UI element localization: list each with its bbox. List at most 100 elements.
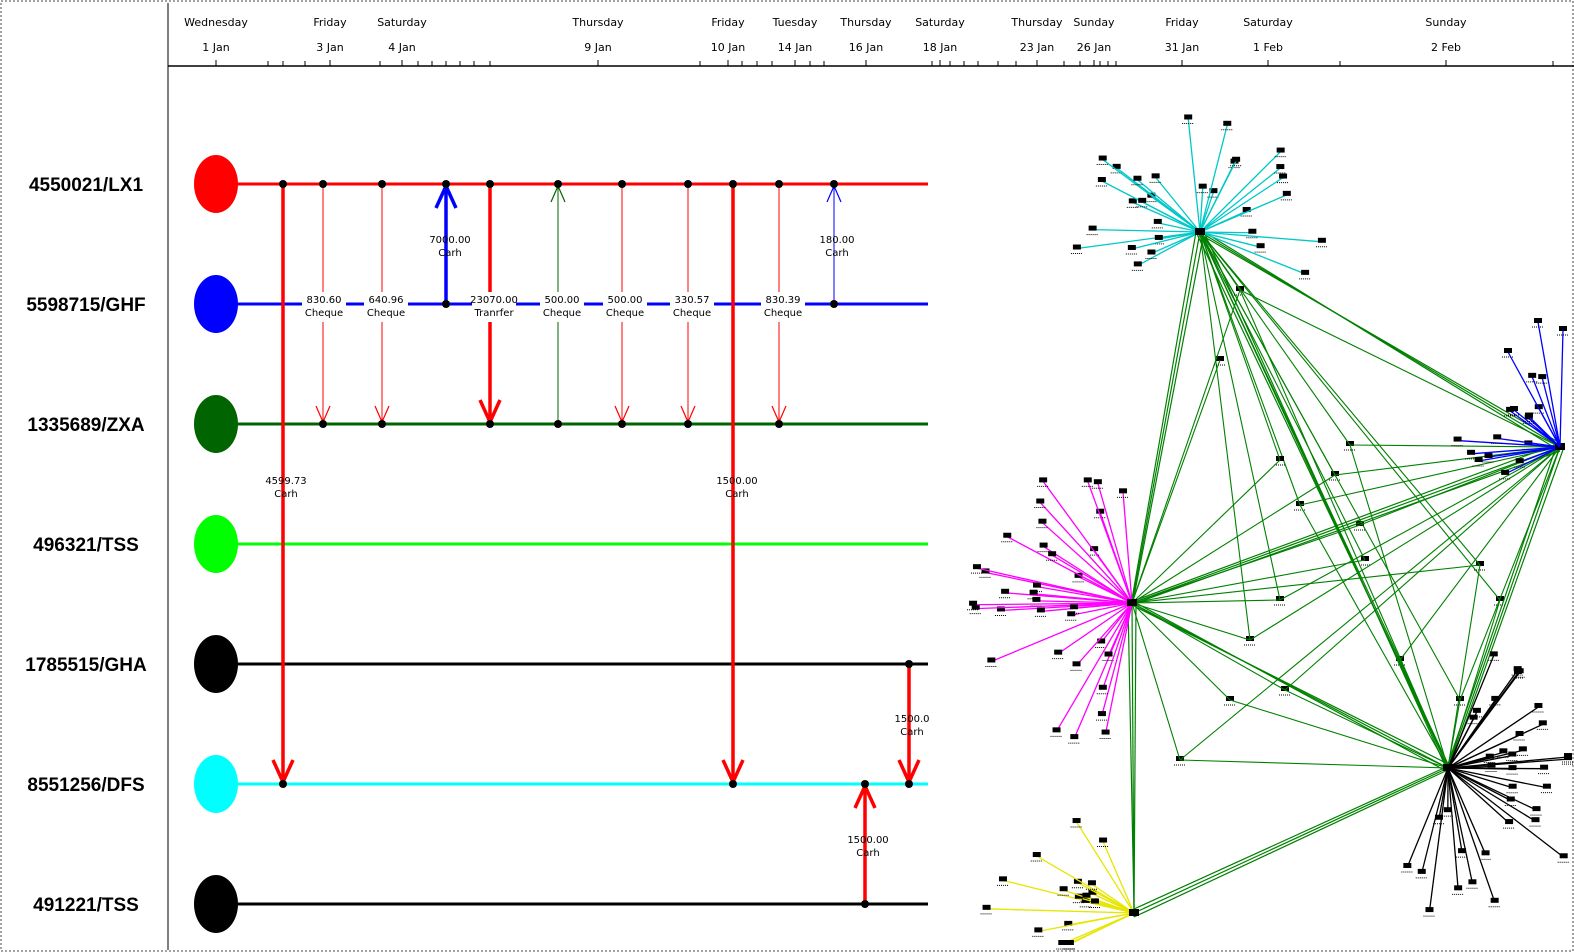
network-node-icon[interactable] [1119,488,1128,494]
network-node-icon[interactable] [1036,498,1045,504]
network-node-icon[interactable] [1039,477,1048,483]
network-node-icon[interactable] [1082,892,1091,898]
network-node-icon[interactable] [1223,120,1232,126]
network-node-icon[interactable] [1138,197,1147,203]
network-node-icon[interactable] [1242,206,1251,212]
network-node-icon[interactable] [1072,244,1081,250]
network-hub[interactable] [1127,599,1137,606]
network-node-icon[interactable] [1491,695,1500,701]
network-node-icon[interactable] [1346,441,1354,446]
network-node-icon[interactable] [1248,228,1257,234]
network-node-icon[interactable] [1112,163,1121,169]
network-node-icon[interactable] [1151,173,1160,179]
network-node-icon[interactable] [1490,897,1499,903]
network-node-icon[interactable] [987,657,996,663]
network-node-icon[interactable] [1133,175,1142,181]
network-node-icon[interactable] [1559,853,1568,859]
network-node-icon[interactable] [1032,596,1041,602]
network-node-icon[interactable] [1317,237,1326,243]
network-node-icon[interactable] [1515,458,1524,464]
network-node-icon[interactable] [1052,727,1061,733]
account-node[interactable] [194,275,238,333]
network-node-icon[interactable] [1301,269,1310,275]
network-node-icon[interactable] [1510,406,1518,411]
network-node-icon[interactable] [1147,249,1156,255]
network-node-icon[interactable] [1081,897,1090,903]
network-node-icon[interactable] [1331,471,1339,476]
network-node-icon[interactable] [1361,556,1369,561]
network-node-icon[interactable] [1088,225,1097,231]
network-node-icon[interactable] [1036,607,1045,613]
network-node-icon[interactable] [1469,714,1478,720]
network-node-icon[interactable] [969,600,978,606]
network-node-icon[interactable] [1096,508,1105,514]
network-node-icon[interactable] [1067,611,1076,617]
account-node[interactable] [194,395,238,453]
network-node-icon[interactable] [1505,819,1514,825]
network-node-icon[interactable] [1506,796,1515,802]
network-node-icon[interactable] [1515,730,1524,736]
network-node-icon[interactable] [1528,372,1537,378]
network-node-icon[interactable] [1073,878,1082,884]
network-node-icon[interactable] [1034,927,1043,933]
network-node-icon[interactable] [1058,940,1067,945]
network-node-icon[interactable] [998,876,1007,882]
network-node-icon[interactable] [971,604,980,610]
network-node-icon[interactable] [1276,147,1285,153]
account-node[interactable] [194,155,238,213]
network-node-icon[interactable] [1474,457,1483,463]
network-node-icon[interactable] [1508,751,1517,757]
network-node-icon[interactable] [1279,173,1288,179]
network-node-icon[interactable] [1127,244,1136,250]
network-node-icon[interactable] [1101,729,1110,735]
network-node-icon[interactable] [1534,404,1543,410]
network-node-icon[interactable] [1532,806,1541,812]
network-node-icon[interactable] [1088,889,1097,895]
network-node-icon[interactable] [1099,837,1108,843]
network-node-icon[interactable] [1090,898,1099,904]
network-node-icon[interactable] [1281,686,1289,691]
network-node-icon[interactable] [1435,814,1444,820]
network-node-icon[interactable] [1513,669,1522,675]
network-node-icon[interactable] [1048,551,1057,557]
network-node-icon[interactable] [1033,582,1042,588]
network-node-icon[interactable] [1538,374,1547,380]
network-node-icon[interactable] [1467,449,1476,455]
network-node-icon[interactable] [1093,479,1102,485]
network-node-icon[interactable] [1524,412,1533,418]
network-node-icon[interactable] [1070,734,1079,740]
network-node-icon[interactable] [1209,188,1218,194]
network-node-icon[interactable] [1001,588,1010,594]
network-node-icon[interactable] [1097,711,1106,717]
network-node-icon[interactable] [1417,868,1426,874]
network-node-icon[interactable] [1054,649,1063,655]
account-node[interactable] [194,515,238,573]
network-node-icon[interactable] [1064,920,1073,926]
network-node-icon[interactable] [1484,453,1493,459]
network-node-icon[interactable] [1153,218,1162,224]
network-node-icon[interactable] [1564,753,1572,759]
network-node-icon[interactable] [1133,261,1142,267]
network-node-icon[interactable] [1456,696,1464,701]
network-node-icon[interactable] [1542,783,1551,789]
network-node-icon[interactable] [1232,156,1241,162]
network-node-icon[interactable] [1098,684,1107,690]
network-node-icon[interactable] [1276,164,1285,170]
network-node-icon[interactable] [1454,885,1463,891]
network-node-icon[interactable] [1282,190,1291,196]
network-node-icon[interactable] [1489,651,1498,657]
network-node-icon[interactable] [1531,817,1540,823]
network-hub[interactable] [1443,764,1453,771]
network-node-icon[interactable] [1003,532,1012,538]
network-node-icon[interactable] [1508,783,1517,789]
network-node-icon[interactable] [1087,880,1096,886]
network-node-icon[interactable] [1468,879,1477,885]
network-node-icon[interactable] [1453,436,1462,442]
network-node-icon[interactable] [1403,862,1412,868]
network-hub[interactable] [1129,909,1139,916]
network-node-icon[interactable] [1184,114,1193,120]
network-node-icon[interactable] [1476,561,1484,566]
network-node-icon[interactable] [1216,356,1224,361]
network-node-icon[interactable] [1039,542,1048,548]
network-node-icon[interactable] [1356,521,1364,526]
